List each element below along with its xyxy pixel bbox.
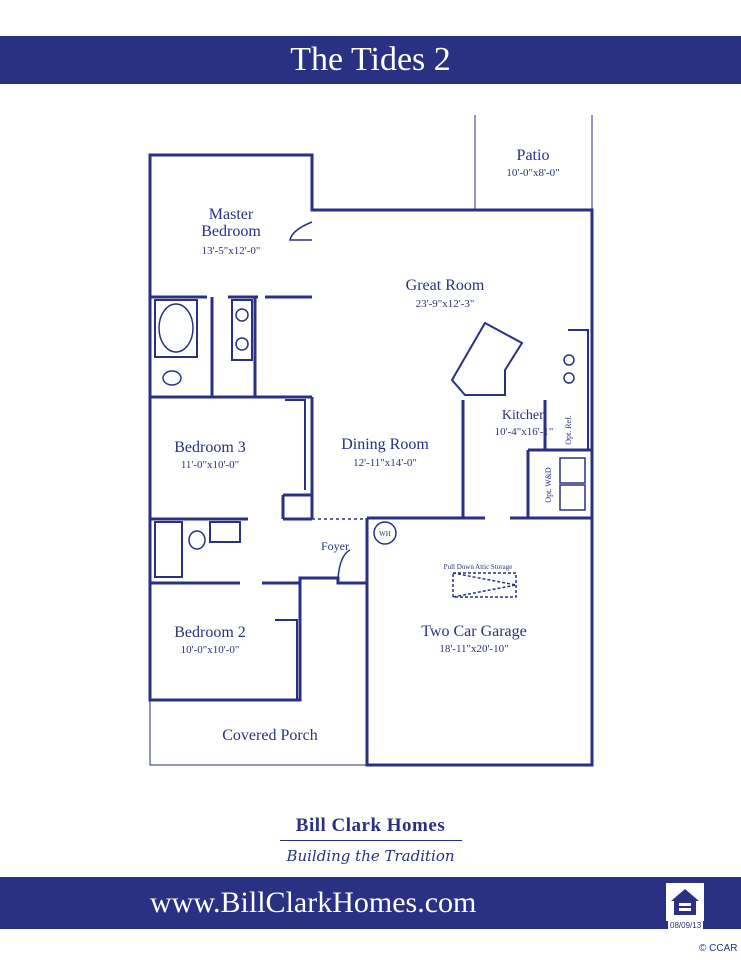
bedroom3-dims: 11'-0"x10'-0" [181, 459, 239, 471]
water-heater-icon [373, 521, 397, 545]
door-swing-master [289, 221, 313, 241]
master-label-2: Bedroom [201, 223, 261, 240]
garage-label: Two Car Garage [421, 623, 527, 640]
toilet-icon-2 [188, 530, 206, 550]
range-icon [563, 354, 575, 366]
washer [559, 457, 586, 484]
wall-hall [281, 397, 314, 519]
patio-label: Patio [517, 147, 550, 164]
attic-hatch [452, 572, 517, 598]
great-room-dims: 23'-9"x12'-3" [416, 298, 475, 310]
tub [154, 299, 198, 358]
wall-bath [150, 295, 312, 397]
kitchen-counter [568, 329, 589, 450]
revision-date: 08/09/13 [668, 921, 704, 930]
vanity-2 [209, 521, 241, 543]
bedroom2-dims: 10'-0"x10'-0" [181, 644, 240, 656]
porch-outline [149, 700, 367, 766]
covered-porch-label: Covered Porch [222, 727, 318, 744]
footer-banner: www.BillClarkHomes.com [0, 877, 741, 929]
kitchen-label: Kitchen [502, 408, 546, 423]
tub-2 [154, 521, 183, 578]
closet-bed2 [275, 619, 298, 700]
foyer-label: Foyer [321, 539, 349, 553]
opt-ref-label: Opt. Ref. [564, 415, 573, 445]
garage-dims: 18'-11"x20'-10" [439, 643, 508, 655]
brand-name: Bill Clark Homes [295, 815, 446, 836]
copyright-credit: © CCAR [699, 943, 738, 954]
sink-icon-2 [235, 337, 249, 351]
wall-garage [365, 516, 463, 583]
brand-tagline: Building the Tradition [286, 847, 455, 865]
master-dims: 13'-5"x12'-0" [202, 245, 261, 257]
bathtub-basin [158, 303, 194, 353]
patio-dims: 10'-0"x8'-0" [506, 167, 559, 179]
page-title: The Tides 2 [290, 41, 451, 78]
website-url: www.BillClarkHomes.com [150, 886, 477, 919]
bedroom3-label: Bedroom 3 [174, 439, 246, 456]
equal-housing-icon [666, 883, 704, 921]
dryer [559, 484, 586, 511]
vanity [231, 299, 253, 361]
dining-room-label: Dining Room [341, 436, 429, 453]
bedroom2-label: Bedroom 2 [174, 624, 246, 641]
sink-icon-1 [235, 308, 249, 322]
brand-block: Bill Clark Homes Building the Tradition [0, 815, 741, 865]
patio-outline [474, 115, 593, 210]
attic-label: Pull Down Attic Storage [444, 563, 513, 571]
closet-bed3 [285, 399, 306, 490]
dining-room-dims: 12'-11"x14'-0" [353, 457, 417, 469]
attic-hatch-lines [452, 572, 517, 598]
master-label-1: Master [209, 206, 254, 223]
brand-rule [279, 840, 462, 841]
kitchen-dims: 10'-4"x16'-1" [495, 426, 554, 438]
door-swing-foyer [337, 549, 351, 579]
toilet-icon [162, 370, 182, 386]
title-banner: The Tides 2 [0, 36, 741, 84]
great-room-label: Great Room [406, 277, 485, 294]
kitchen-island [450, 321, 524, 396]
opt-wd-label: Opt. W&D [544, 467, 553, 503]
kitchen-sink-icon [563, 372, 575, 384]
water-heater-label: WH [379, 530, 391, 538]
